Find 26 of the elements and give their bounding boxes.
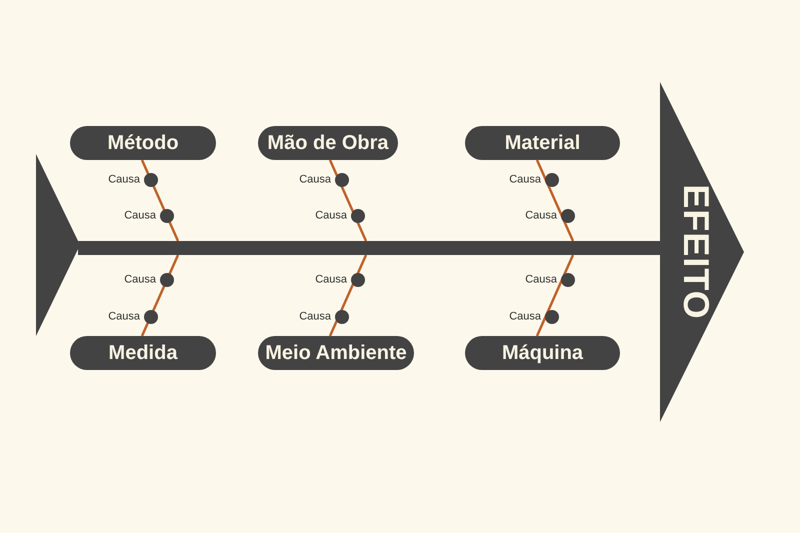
cause-label: Causa — [108, 174, 140, 186]
category-label: Mão de Obra — [258, 126, 398, 160]
fish-tail — [34, 154, 80, 336]
cause-bone — [328, 160, 368, 242]
cause-label: Causa — [299, 312, 331, 322]
cause-label: Causa — [299, 174, 331, 186]
cause-bone — [140, 254, 180, 336]
cause-label: Causa — [315, 210, 347, 222]
cause-label: Causa — [525, 274, 557, 286]
cause-label: Causa — [108, 312, 140, 322]
category-label: Material — [465, 126, 620, 160]
cause-label: Causa — [525, 210, 557, 222]
cause-label: Causa — [124, 274, 156, 286]
category-label: Medida — [70, 336, 216, 370]
cause-bone — [140, 160, 180, 242]
cause-label: Causa — [509, 174, 541, 186]
cause-label: Causa — [124, 210, 156, 222]
effect-label: EFEITO — [678, 184, 714, 320]
cause-bone — [536, 160, 574, 242]
category-label: Método — [70, 126, 216, 160]
category-label: Meio Ambiente — [258, 336, 414, 370]
cause-bone — [536, 254, 574, 336]
category-label: Máquina — [465, 336, 620, 370]
cause-label: Causa — [315, 274, 347, 286]
cause-bone — [328, 254, 368, 336]
cause-label: Causa — [509, 312, 541, 322]
